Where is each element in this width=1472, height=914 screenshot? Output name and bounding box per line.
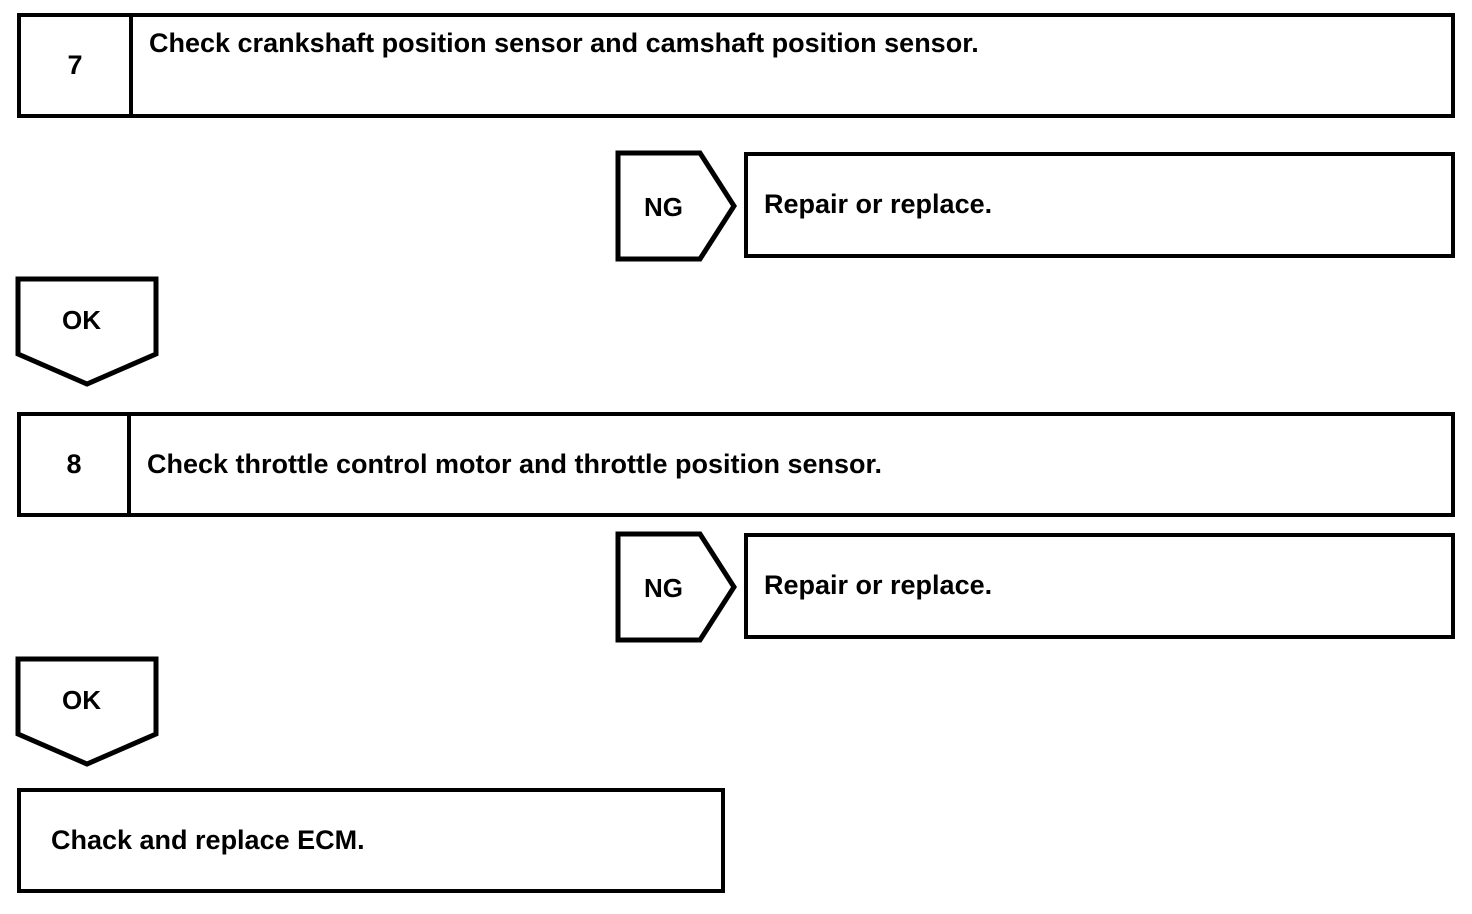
- final-action-text: Chack and replace ECM.: [51, 824, 365, 855]
- ng-pentagon-7: [615, 150, 737, 262]
- ng-pentagon-8: [615, 531, 737, 643]
- ok-label-7: OK: [62, 305, 101, 335]
- ng-action-box-8: Repair or replace.: [744, 533, 1455, 639]
- ng-action-box-7: Repair or replace.: [744, 152, 1455, 258]
- step-box-7: 7 Check crankshaft position sensor and c…: [17, 13, 1455, 118]
- ng-action-text-7: Repair or replace.: [764, 189, 993, 220]
- ng-label-8: NG: [644, 573, 683, 603]
- step-number-cell-8: 8: [21, 416, 131, 513]
- step-box-8: 8 Check throttle control motor and throt…: [17, 412, 1455, 517]
- step-instruction-cell-8: Check throttle control motor and throttl…: [147, 416, 1443, 513]
- step-number-7: 7: [67, 50, 83, 80]
- ng-label-7: NG: [644, 192, 683, 222]
- ng-action-cell-8: Repair or replace.: [764, 537, 1443, 635]
- ng-action-text-8: Repair or replace.: [764, 570, 993, 601]
- step-number-cell-7: 7: [21, 17, 133, 114]
- step-instruction-8: Check throttle control motor and throttl…: [147, 448, 883, 479]
- ok-label-8: OK: [62, 685, 101, 715]
- final-action-cell: Chack and replace ECM.: [51, 792, 713, 889]
- step-instruction-cell-7: Check crankshaft position sensor and cam…: [149, 17, 1443, 114]
- step-instruction-7: Check crankshaft position sensor and cam…: [149, 28, 979, 58]
- step-number-8: 8: [66, 449, 82, 479]
- ok-pentagon-7: [15, 276, 159, 387]
- ng-action-cell-7: Repair or replace.: [764, 156, 1443, 254]
- ok-pentagon-8: [15, 656, 159, 767]
- final-action-box: Chack and replace ECM.: [17, 788, 725, 893]
